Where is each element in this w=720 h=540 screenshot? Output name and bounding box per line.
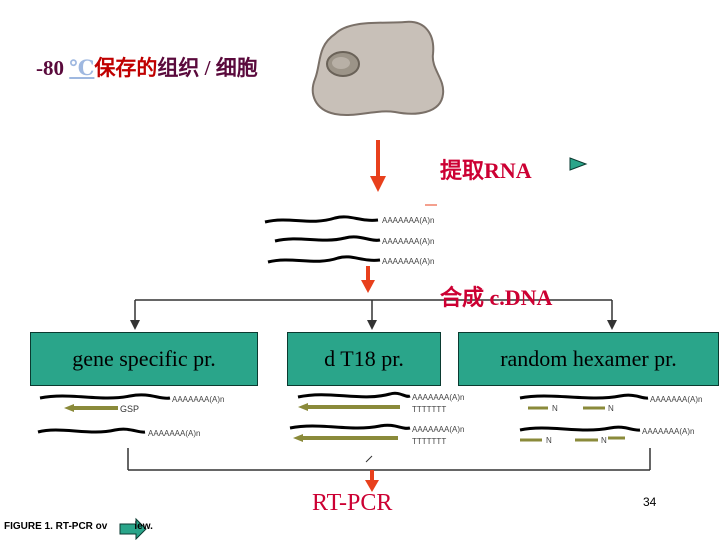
gsp-strands <box>37 393 171 434</box>
random-hexamer-label: random hexamer pr. <box>500 346 677 371</box>
temp-text: -80 <box>36 56 64 80</box>
polya-rand-2: AAAAAAA(A)n <box>642 427 694 436</box>
sample-title: -80 ℃保存的组织 / 细胞 <box>36 52 258 82</box>
polya-gsp-2: AAAAAAA(A)n <box>148 429 200 438</box>
synth-cdna-label: 合成 c.DNA <box>440 285 553 310</box>
oligo-dt-primer-box: d T18 pr. <box>287 332 441 386</box>
page-number: 34 <box>643 495 657 509</box>
polya-dt-1: AAAAAAA(A)n <box>412 393 464 402</box>
rtpcr-arrow <box>365 470 379 492</box>
polya-gsp-1: AAAAAAA(A)n <box>172 395 224 404</box>
cell-illustration <box>311 20 445 116</box>
polya-label-3: AAAAAAA(A)n <box>382 257 434 266</box>
caption-start: FIGURE 1. RT-PCR ov <box>4 521 108 532</box>
mrna-strands <box>264 215 381 264</box>
degree-link[interactable]: ℃ <box>69 56 95 80</box>
gsp-label: GSP <box>120 404 139 414</box>
extract-arrow <box>370 140 386 192</box>
branch-lines <box>134 299 613 322</box>
polya-label-1: AAAAAAA(A)n <box>382 216 434 225</box>
stored-text: 保存的 <box>94 56 158 80</box>
merge-bracket <box>127 448 651 471</box>
caption-arrow-icon <box>119 517 147 540</box>
n-1: N <box>552 404 558 413</box>
oligo-dt-label: d T18 pr. <box>324 346 404 371</box>
polya-labels-top: AAAAAAA(A)n AAAAAAA(A)n AAAAAAA(A)n <box>382 216 434 266</box>
gene-specific-primer-box: gene specific pr. <box>30 332 258 386</box>
figure-caption: FIGURE 1. RT-PCR ov iew. <box>4 521 153 532</box>
extract-rna-label: 提取RNA <box>440 158 532 183</box>
tttt-1: TTTTTTT <box>412 405 446 414</box>
rt-pcr-label: RT-PCR <box>312 490 393 516</box>
random-hexamer-primer-box: random hexamer pr. <box>458 332 719 386</box>
gene-specific-label: gene specific pr. <box>72 346 216 371</box>
polya-dt-2: AAAAAAA(A)n <box>412 425 464 434</box>
n-2: N <box>608 404 614 413</box>
tissue-cell-text: 组织 / 细胞 <box>157 56 258 80</box>
n-4: N <box>601 436 607 445</box>
oligo-dt-strands <box>289 391 411 442</box>
tttt-2: TTTTTTT <box>412 437 446 446</box>
caption-end: iew. <box>134 521 153 532</box>
polya-rand-1: AAAAAAA(A)n <box>650 395 702 404</box>
synth-arrow <box>361 266 375 293</box>
polya-label-2: AAAAAAA(A)n <box>382 237 434 246</box>
next-arrow-icon <box>569 157 588 171</box>
n-3: N <box>546 436 552 445</box>
random-strands <box>519 393 649 442</box>
